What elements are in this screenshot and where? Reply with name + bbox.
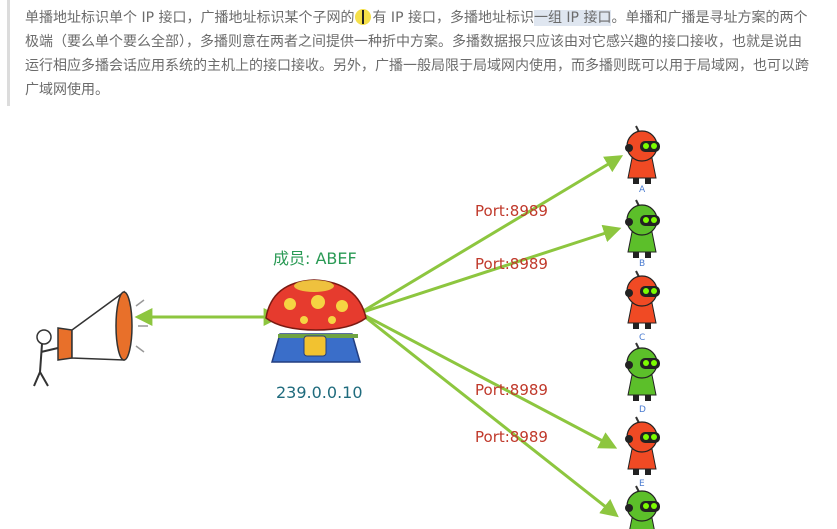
port-label: Port:8989 [475,202,548,220]
member-label: 成员: ABEF [273,249,357,268]
paragraph-text-1: 单播地址标识单个 IP 接口，广播地址标识某个子网的 [25,10,355,26]
paragraph-text-3: 。单播和广播是寻址方案的两个极端（要么单个要么全部），多播则意在两者之间提供一种… [25,10,809,98]
port-label: Port:8989 [475,255,548,273]
robot-host-icon [624,125,661,185]
text-cursor-icon [355,9,372,25]
group-address-label: 239.0.0.10 [276,383,363,402]
host-letter: D [639,405,646,415]
mushroom-house-icon [265,279,367,363]
blockquote-bar [7,0,10,106]
host-letter: B [639,259,646,269]
host-letter: E [639,479,645,489]
robot-host-icon [624,342,661,402]
robot-host-icon [624,270,661,330]
robot-host-icon [624,416,661,476]
port-label: Port:8989 [475,428,548,446]
description-paragraph: 单播地址标识单个 IP 接口，广播地址标识某个子网的 有 IP 接口，多播地址标识… [25,6,815,102]
robot-host-icon [624,199,661,259]
megaphone-icon [33,290,148,387]
paragraph-text-2: 有 IP 接口，多播地址标识 [372,10,534,26]
port-label: Port:8989 [475,381,548,399]
multicast-arrows [359,155,624,518]
host-letter: A [639,185,646,195]
robot-host-icon [624,485,661,529]
host-letter: C [639,333,646,343]
paragraph-text-selected: 一组 IP 接口 [533,10,612,26]
